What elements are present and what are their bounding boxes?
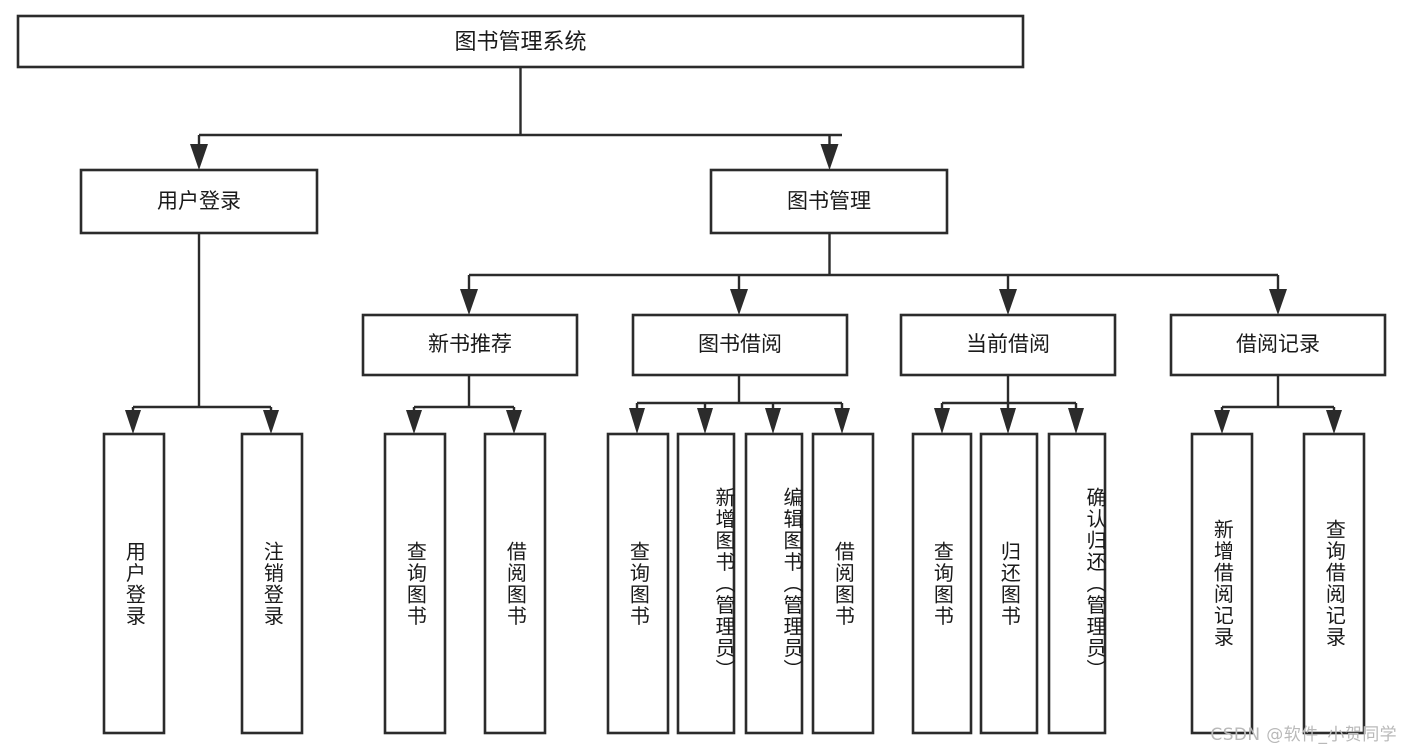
arrow-to-borrow-record bbox=[1269, 289, 1287, 315]
node-borrow-record-box[interactable] bbox=[1169, 313, 1387, 377]
node-book-manage[interactable]: 图书管理 bbox=[709, 168, 949, 235]
node-book-manage-box[interactable] bbox=[709, 168, 949, 235]
connectors-root-to-level2 bbox=[190, 67, 842, 170]
node-leaf-query-book-rec-box[interactable] bbox=[383, 432, 447, 735]
arrow-to-leaf-query-book-borrow bbox=[629, 408, 645, 434]
node-new-book-rec[interactable]: 新书推荐 bbox=[361, 313, 579, 377]
arrow-to-leaf-add-book bbox=[697, 408, 713, 434]
arrow-to-leaf-edit-book bbox=[765, 408, 781, 434]
arrow-to-leaf-add-record bbox=[1214, 410, 1230, 434]
arrow-to-leaf-query-record bbox=[1326, 410, 1342, 434]
connectors-book-manage-to-level3 bbox=[460, 233, 1287, 315]
node-leaf-query-book-borrow-box[interactable] bbox=[606, 432, 670, 735]
node-leaf-edit-book-box[interactable] bbox=[744, 432, 804, 735]
arrow-to-user-login bbox=[190, 144, 208, 170]
node-leaf-borrow-book-box[interactable] bbox=[811, 432, 875, 735]
arrow-to-leaf-user-login bbox=[125, 410, 141, 434]
node-new-book-rec-label: 新书推荐 bbox=[428, 332, 512, 356]
node-current-borrow-box[interactable] bbox=[899, 313, 1117, 377]
node-user-login-box[interactable] bbox=[79, 168, 319, 235]
node-root-label: 图书管理系统 bbox=[454, 30, 586, 55]
arrow-to-new-book-rec bbox=[460, 289, 478, 315]
arrow-to-leaf-query-book-rec bbox=[406, 410, 422, 434]
node-leaf-add-record-box[interactable] bbox=[1190, 432, 1254, 735]
node-new-book-rec-box[interactable] bbox=[361, 313, 579, 377]
node-leaf-confirm-return-box[interactable] bbox=[1047, 432, 1107, 735]
arrow-to-leaf-borrow-book-rec bbox=[506, 410, 522, 434]
arrow-to-leaf-return-book bbox=[1000, 408, 1016, 434]
connectors-book-borrow-to-leaves bbox=[629, 375, 850, 434]
node-root-box[interactable] bbox=[16, 14, 1025, 69]
node-book-borrow[interactable]: 图书借阅 bbox=[631, 313, 849, 377]
node-borrow-record[interactable]: 借阅记录 bbox=[1169, 313, 1387, 377]
node-book-borrow-box[interactable] bbox=[631, 313, 849, 377]
node-book-borrow-label: 图书借阅 bbox=[698, 332, 782, 356]
arrow-to-book-manage bbox=[820, 144, 839, 170]
arrow-to-current-borrow bbox=[999, 289, 1017, 315]
node-leaf-query-book-cur-box[interactable] bbox=[911, 432, 973, 735]
arrow-to-leaf-logout bbox=[263, 410, 279, 434]
arrow-to-leaf-confirm-return bbox=[1068, 408, 1084, 434]
node-root[interactable]: 图书管理系统 bbox=[16, 14, 1025, 69]
node-current-borrow-label: 当前借阅 bbox=[966, 332, 1050, 356]
node-user-login[interactable]: 用户登录 bbox=[79, 168, 319, 235]
node-leaf-return-book-box[interactable] bbox=[979, 432, 1039, 735]
node-borrow-record-label: 借阅记录 bbox=[1236, 332, 1320, 356]
connectors-current-borrow-to-leaves bbox=[934, 375, 1084, 434]
node-leaf-add-book-box[interactable] bbox=[676, 432, 736, 735]
watermark-text: CSDN @软件_小贺同学 bbox=[1210, 725, 1397, 745]
arrow-to-leaf-borrow-book bbox=[834, 408, 850, 434]
arrow-to-leaf-query-book-cur bbox=[934, 408, 950, 434]
node-user-login-label: 用户登录 bbox=[157, 189, 241, 213]
connectors-borrow-record-to-leaves bbox=[1214, 375, 1342, 434]
node-leaf-user-login-box[interactable] bbox=[102, 432, 166, 735]
node-leaf-borrow-book-rec-box[interactable] bbox=[483, 432, 547, 735]
node-leaf-query-record-box[interactable] bbox=[1302, 432, 1366, 735]
node-book-manage-label: 图书管理 bbox=[787, 189, 871, 213]
node-leaf-logout-box[interactable] bbox=[240, 432, 304, 735]
arrow-to-book-borrow bbox=[730, 289, 748, 315]
node-current-borrow[interactable]: 当前借阅 bbox=[899, 313, 1117, 377]
connectors-new-book-rec-to-leaves bbox=[406, 375, 522, 434]
connectors-user-login-to-leaves bbox=[125, 233, 279, 434]
